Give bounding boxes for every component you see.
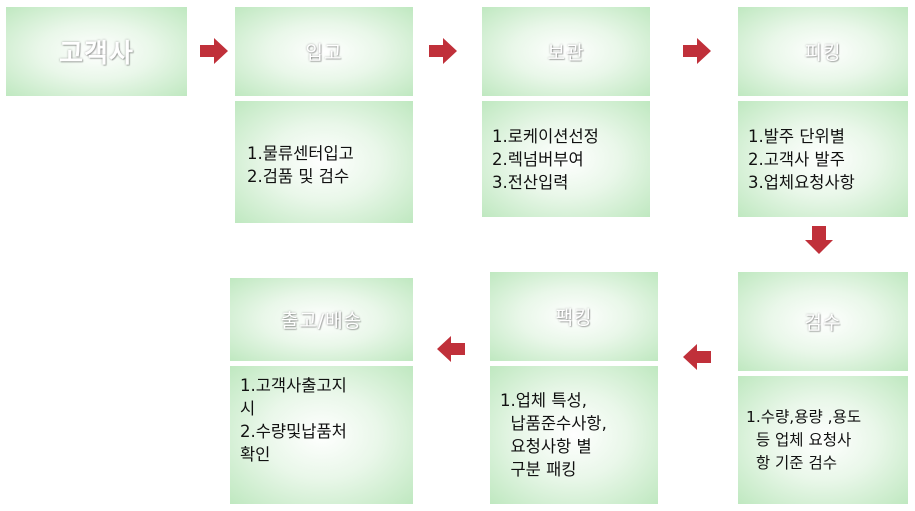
- step-inbound-item: 1.물류센터입고: [247, 144, 354, 163]
- step-packing-item: 1.업체 특성,: [500, 391, 587, 410]
- arrow-shape: [805, 226, 833, 254]
- step-picking-details: 1.발주 단위별 2.고객사 발주 3.업체요청사항: [738, 101, 908, 217]
- step-shipping-item: 시: [240, 399, 256, 418]
- step-packing-header: 팩킹: [490, 272, 658, 361]
- step-inbound-details: 1.물류센터입고 2.검품 및 검수: [235, 101, 413, 223]
- arrow-shape: [437, 336, 465, 362]
- step-inspection-item: 등 업체 요청사: [746, 430, 852, 449]
- step-inspection-title: 검수: [804, 312, 842, 334]
- step-shipping-item: 확인: [240, 445, 271, 464]
- step-shipping-item: 2.수량및납품처: [240, 422, 347, 441]
- arrow-shape: [683, 344, 711, 370]
- step-inspection-item: 항 기준 검수: [746, 453, 838, 472]
- arrow-right-icon: [429, 38, 457, 64]
- step-picking-item: 1.발주 단위별: [748, 126, 845, 146]
- step-packing-title: 팩킹: [555, 307, 593, 329]
- arrow-shape: [429, 38, 457, 64]
- step-customer-header: 고객사: [6, 7, 187, 96]
- step-packing-item: 요청사항 별: [500, 437, 592, 456]
- step-storage-header: 보관: [482, 7, 650, 96]
- step-customer-title: 고객사: [59, 39, 134, 69]
- arrow-shape: [200, 38, 228, 64]
- arrow-right-icon: [683, 38, 711, 64]
- step-inbound-title: 입고: [305, 42, 343, 64]
- step-inbound-item: 2.검품 및 검수: [247, 167, 350, 186]
- step-storage-item: 1.로케이션선정: [492, 126, 599, 146]
- step-storage-details: 1.로케이션선정 2.렉넘버부여 3.전산입력: [482, 101, 650, 217]
- step-shipping-title: 출고/배송: [280, 310, 363, 332]
- step-storage-item: 3.전산입력: [492, 172, 569, 192]
- step-inspection-header: 검수: [738, 272, 908, 371]
- step-storage-title: 보관: [547, 42, 585, 64]
- step-packing-item: 구분 패킹: [500, 460, 577, 479]
- arrow-shape: [683, 38, 711, 64]
- step-inbound-header: 입고: [235, 7, 413, 96]
- step-picking-item: 2.고객사 발주: [748, 149, 845, 169]
- step-shipping-details: 1.고객사출고지 시 2.수량및납품처 확인: [230, 366, 413, 504]
- step-picking-item: 3.업체요청사항: [748, 172, 855, 192]
- step-picking-header: 피킹: [738, 7, 908, 96]
- step-inspection-details: 1.수량,용량 ,용도 등 업체 요청사 항 기준 검수: [738, 376, 908, 504]
- step-picking-title: 피킹: [804, 42, 842, 64]
- step-inspection-item: 1.수량,용량 ,용도: [746, 407, 862, 426]
- arrow-left-icon: [437, 336, 465, 362]
- arrow-down-icon: [805, 226, 833, 254]
- step-packing-details: 1.업체 특성, 납품준수사항, 요청사항 별 구분 패킹: [490, 366, 658, 504]
- step-packing-item: 납품준수사항,: [500, 414, 607, 433]
- step-storage-item: 2.렉넘버부여: [492, 149, 584, 169]
- step-shipping-item: 1.고객사출고지: [240, 376, 347, 395]
- arrow-right-icon: [200, 38, 228, 64]
- step-shipping-header: 출고/배송: [230, 278, 413, 361]
- arrow-left-icon: [683, 344, 711, 370]
